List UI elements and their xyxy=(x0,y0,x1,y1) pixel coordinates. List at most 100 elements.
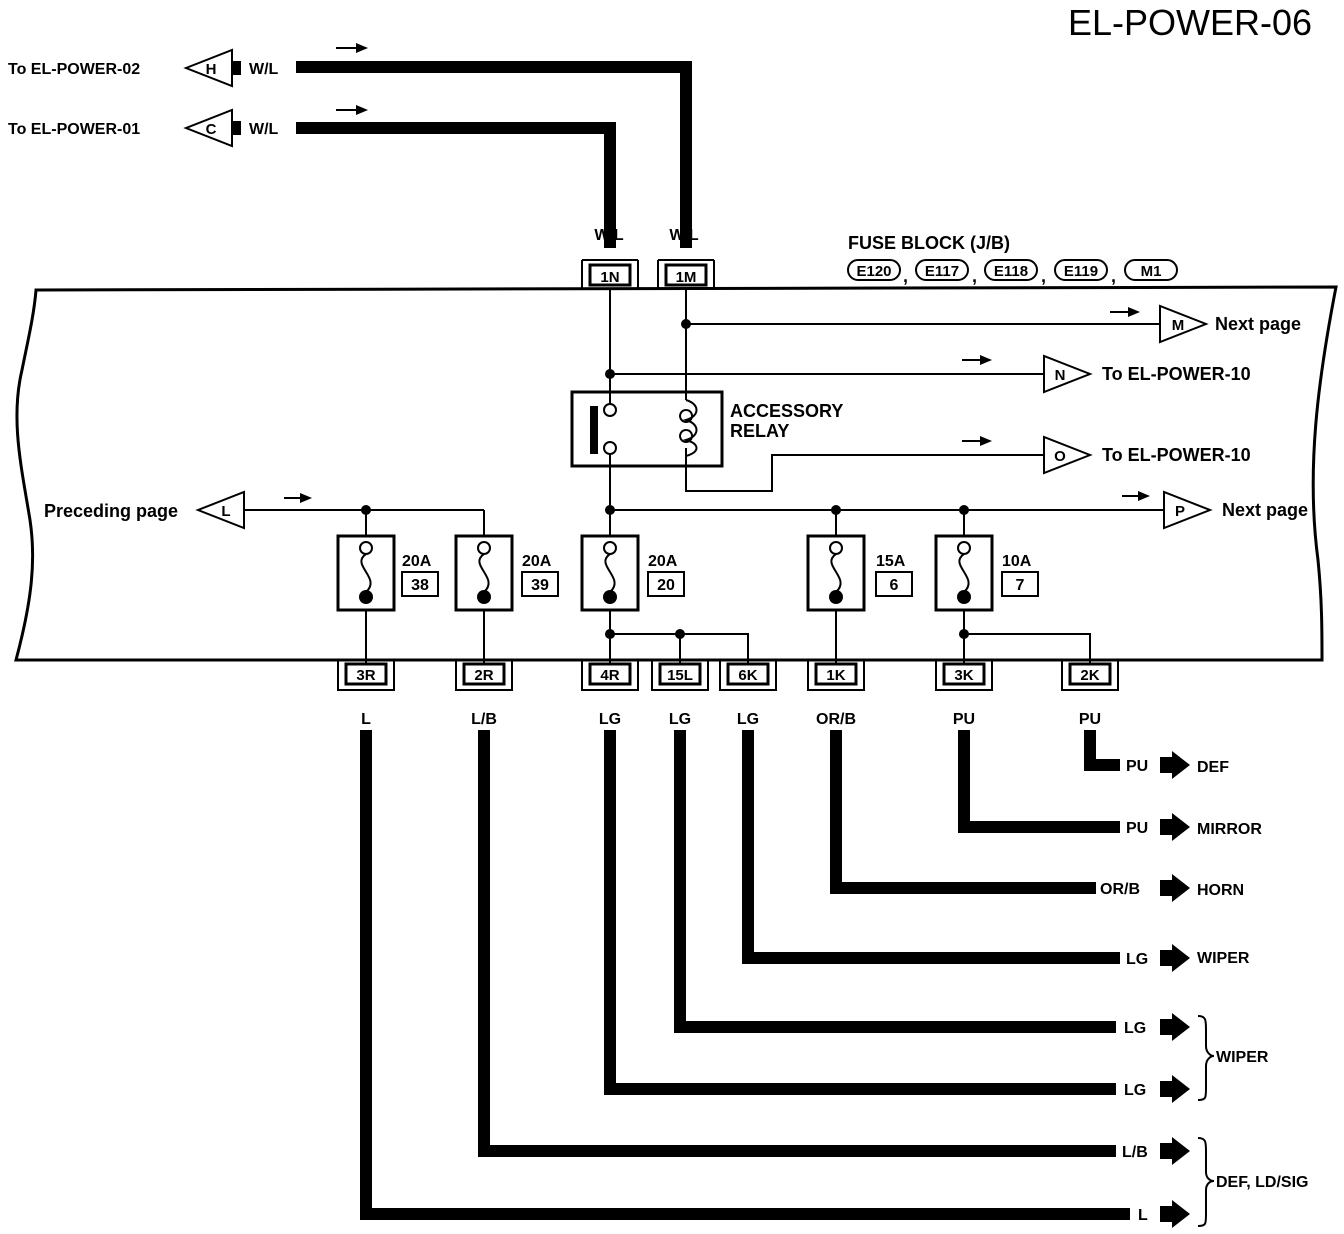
fuse-7: 10A 7 xyxy=(934,534,1039,612)
svg-text:1M: 1M xyxy=(676,269,697,286)
svg-text:2K: 2K xyxy=(1080,667,1099,684)
connector-2r: 2R L/B xyxy=(455,660,513,728)
output-def: PU DEF xyxy=(1126,751,1229,779)
fuse-block-outline xyxy=(14,285,1338,662)
svg-text:OR/B: OR/B xyxy=(816,711,856,728)
internal-wiring xyxy=(244,290,1164,666)
svg-text:W/L: W/L xyxy=(249,121,279,138)
svg-text:PU: PU xyxy=(953,711,975,728)
output-wiper-4r: LG xyxy=(1124,1075,1190,1103)
svg-text:WIPER: WIPER xyxy=(1197,950,1250,967)
wire-w-l-to-1m xyxy=(296,61,692,248)
svg-text:LG: LG xyxy=(599,711,621,728)
svg-text:,: , xyxy=(1041,266,1046,286)
connector-4r: 4R LG xyxy=(581,660,639,728)
svg-text:E119: E119 xyxy=(1064,263,1098,280)
output-def-ld-sig-2r: L/B xyxy=(1122,1137,1190,1165)
svg-text:L/B: L/B xyxy=(471,711,497,728)
svg-text:E117: E117 xyxy=(925,263,959,280)
flow-arrow-icon xyxy=(336,105,368,115)
output-wiper-6k: LG WIPER xyxy=(1126,944,1250,972)
svg-text:6K: 6K xyxy=(738,667,757,684)
svg-text:PU: PU xyxy=(1079,711,1101,728)
svg-text:P: P xyxy=(1175,503,1185,520)
svg-text:L/B: L/B xyxy=(1122,1144,1148,1161)
fuse-38: 20A 38 xyxy=(336,534,439,612)
svg-text:39: 39 xyxy=(531,577,549,594)
svg-text:,: , xyxy=(1111,266,1116,286)
output-def-ld-sig-3r: L xyxy=(1138,1200,1190,1228)
brace-def-ld-sig: DEF, LD/SIG xyxy=(1197,1137,1308,1227)
wire-label: W/L xyxy=(669,227,699,244)
svg-text:To EL-POWER-10: To EL-POWER-10 xyxy=(1102,445,1251,465)
relay-label-line1: ACCESSORY xyxy=(730,401,843,421)
svg-text:N: N xyxy=(1055,367,1066,384)
link-to-el-power-01[interactable]: To EL-POWER-01 C W/L xyxy=(8,108,279,148)
svg-text:LG: LG xyxy=(669,711,691,728)
svg-text:20: 20 xyxy=(657,577,675,594)
svg-text:6: 6 xyxy=(890,577,899,594)
svg-text:OR/B: OR/B xyxy=(1100,881,1140,898)
svg-text:2R: 2R xyxy=(474,667,493,684)
svg-text:,: , xyxy=(903,266,908,286)
svg-text:WIPER: WIPER xyxy=(1216,1049,1269,1066)
svg-text:4R: 4R xyxy=(600,667,619,684)
svg-text:O: O xyxy=(1054,448,1066,465)
connector-1k: 1K OR/B xyxy=(807,660,865,728)
link-el-power-10-n[interactable]: N To EL-POWER-10 xyxy=(1043,354,1251,394)
link-to-el-power-02[interactable]: To EL-POWER-02 H W/L xyxy=(8,48,279,88)
svg-text:To EL-POWER-01: To EL-POWER-01 xyxy=(8,121,140,138)
svg-text:W/L: W/L xyxy=(249,61,279,78)
connector-3r: 3R L xyxy=(337,660,395,728)
link-next-page-m[interactable]: M Next page xyxy=(1159,304,1301,344)
output-wiper-15l: LG xyxy=(1124,1013,1190,1041)
flow-arrow-icon xyxy=(1110,307,1140,317)
svg-text:PU: PU xyxy=(1126,820,1148,837)
svg-text:7: 7 xyxy=(1016,577,1025,594)
connector-3k: 3K PU xyxy=(935,660,993,728)
connector-15l: 15L LG xyxy=(651,660,709,728)
fuse-block-title: FUSE BLOCK (J/B) xyxy=(848,233,1010,253)
svg-text:DEF: DEF xyxy=(1197,759,1229,776)
svg-text:1K: 1K xyxy=(826,667,845,684)
brace-wiper: WIPER xyxy=(1197,1015,1269,1101)
svg-text:Next page: Next page xyxy=(1215,314,1301,334)
svg-text:20A: 20A xyxy=(648,553,678,570)
link-el-power-10-o[interactable]: O To EL-POWER-10 xyxy=(1043,435,1251,475)
svg-text:To EL-POWER-10: To EL-POWER-10 xyxy=(1102,364,1251,384)
svg-text:H: H xyxy=(206,61,217,78)
svg-text:M: M xyxy=(1172,317,1185,334)
svg-text:L: L xyxy=(361,711,371,728)
page-title: EL-POWER-06 xyxy=(1068,2,1312,43)
svg-text:38: 38 xyxy=(411,577,429,594)
svg-text:Preceding page: Preceding page xyxy=(44,501,178,521)
svg-text:Next page: Next page xyxy=(1222,500,1308,520)
svg-text:E118: E118 xyxy=(994,263,1028,280)
svg-text:To EL-POWER-02: To EL-POWER-02 xyxy=(8,61,140,78)
svg-text:L: L xyxy=(1138,1207,1148,1224)
fuse-39: 20A 39 xyxy=(454,534,559,612)
svg-text:15A: 15A xyxy=(876,553,906,570)
svg-text:,: , xyxy=(972,266,977,286)
svg-text:LG: LG xyxy=(1126,951,1148,968)
svg-text:PU: PU xyxy=(1126,758,1148,775)
svg-text:10A: 10A xyxy=(1002,553,1032,570)
fuse-20: 20A 20 xyxy=(580,534,685,612)
accessory-relay xyxy=(570,390,724,468)
connector-1n: 1N xyxy=(581,259,639,290)
link-next-page-p[interactable]: P Next page xyxy=(1163,490,1308,530)
connector-1m: 1M xyxy=(657,259,715,290)
output-wires xyxy=(360,730,1130,1220)
flow-arrow-icon xyxy=(336,43,368,53)
svg-text:LG: LG xyxy=(737,711,759,728)
svg-text:3R: 3R xyxy=(356,667,375,684)
output-mirror: PU MIRROR xyxy=(1126,813,1262,841)
svg-text:HORN: HORN xyxy=(1197,882,1244,899)
svg-text:DEF, LD/SIG: DEF, LD/SIG xyxy=(1216,1174,1308,1191)
fuse-block-connector-ids: E120 , E117 , E118 , E119 , M1 xyxy=(847,259,1178,286)
svg-text:M1: M1 xyxy=(1141,263,1162,280)
output-horn: OR/B HORN xyxy=(1100,874,1244,902)
link-preceding-page[interactable]: Preceding page L xyxy=(44,490,245,530)
svg-text:20A: 20A xyxy=(402,553,432,570)
